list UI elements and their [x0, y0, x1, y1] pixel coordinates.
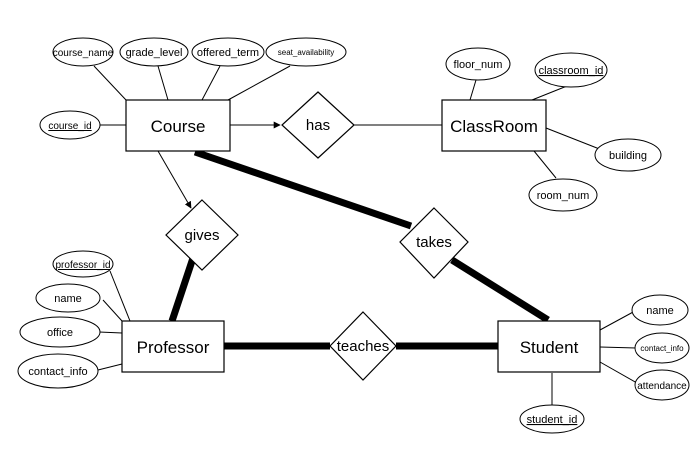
entity-student[interactable]: Student	[497, 320, 601, 373]
line-office	[98, 331, 123, 334]
relationship-takes-label: takes	[416, 234, 452, 251]
line-seat-availability	[227, 65, 291, 101]
line-professor-id	[109, 270, 131, 322]
svg-text:contact_info: contact_info	[28, 366, 87, 378]
line-course-takes	[193, 148, 413, 230]
attribute-course-id[interactable]: course_id	[39, 110, 101, 140]
line-attendance	[599, 361, 638, 384]
svg-text:course_name: course_name	[53, 48, 114, 59]
relationship-teaches-label: teaches	[337, 338, 390, 355]
attribute-professor-id[interactable]: professor_id	[52, 250, 114, 278]
svg-text:grade_level: grade_level	[126, 47, 183, 59]
line-building	[545, 127, 603, 151]
attribute-student-name[interactable]: name	[631, 294, 689, 326]
svg-text:student_id: student_id	[527, 414, 578, 426]
line-offered-term	[201, 65, 221, 101]
relationship-gives-label: gives	[184, 227, 219, 244]
entity-classroom-label: ClassRoom	[450, 117, 538, 136]
attribute-student-contact-info[interactable]: contact_info	[634, 332, 690, 364]
line-grade-level	[157, 65, 169, 101]
attribute-seat-availability[interactable]: seat_availability	[265, 37, 347, 67]
line-professor-name	[102, 299, 123, 322]
relationship-gives[interactable]: gives	[165, 199, 239, 271]
entity-course[interactable]: Course	[125, 99, 231, 152]
svg-text:name: name	[54, 293, 82, 305]
line-gives-professor	[168, 256, 197, 323]
attribute-student-id[interactable]: student_id	[519, 404, 585, 434]
relationship-takes[interactable]: takes	[399, 207, 469, 279]
svg-text:room_num: room_num	[537, 190, 590, 202]
svg-text:course_id: course_id	[48, 121, 91, 132]
svg-text:offered_term: offered_term	[197, 47, 259, 59]
relationship-has-label: has	[306, 117, 330, 134]
attribute-room-num[interactable]: room_num	[528, 178, 598, 212]
attribute-grade-level[interactable]: grade_level	[119, 37, 189, 67]
svg-text:contact_info: contact_info	[640, 344, 684, 353]
attribute-attendance[interactable]: attendance	[634, 369, 690, 401]
line-contact-info	[97, 363, 123, 371]
line-takes-student	[450, 257, 550, 323]
svg-text:seat_availability: seat_availability	[278, 48, 334, 57]
line-student-contact	[599, 346, 638, 349]
line-course-name	[93, 65, 127, 101]
attribute-office[interactable]: office	[19, 316, 101, 348]
connectors	[93, 65, 638, 406]
entity-course-label: Course	[151, 117, 206, 136]
relationship-has[interactable]: has	[281, 91, 355, 159]
svg-text:professor_id: professor_id	[55, 260, 110, 271]
entity-classroom[interactable]: ClassRoom	[441, 99, 547, 152]
entity-professor-label: Professor	[137, 338, 210, 357]
svg-text:floor_num: floor_num	[454, 59, 503, 71]
svg-text:classroom_id: classroom_id	[539, 65, 604, 77]
entity-professor[interactable]: Professor	[121, 320, 225, 373]
attribute-offered-term[interactable]: offered_term	[191, 37, 265, 67]
attribute-building[interactable]: building	[594, 138, 662, 172]
entity-student-label: Student	[520, 338, 579, 357]
svg-text:name: name	[646, 305, 674, 317]
relationship-teaches[interactable]: teaches	[329, 311, 397, 381]
attribute-contact-info[interactable]: contact_info	[17, 353, 99, 389]
attribute-classroom-id[interactable]: classroom_id	[534, 52, 608, 88]
attribute-floor-num[interactable]: floor_num	[445, 47, 511, 81]
svg-text:building: building	[609, 150, 647, 162]
attribute-course-name[interactable]: course_name	[52, 37, 114, 67]
line-room-num	[533, 150, 557, 179]
line-floor-num	[469, 79, 477, 101]
line-student-name	[599, 310, 636, 331]
attribute-professor-name[interactable]: name	[35, 283, 101, 313]
svg-text:attendance: attendance	[637, 381, 687, 392]
svg-text:office: office	[47, 327, 73, 339]
line-course-gives	[157, 150, 192, 209]
